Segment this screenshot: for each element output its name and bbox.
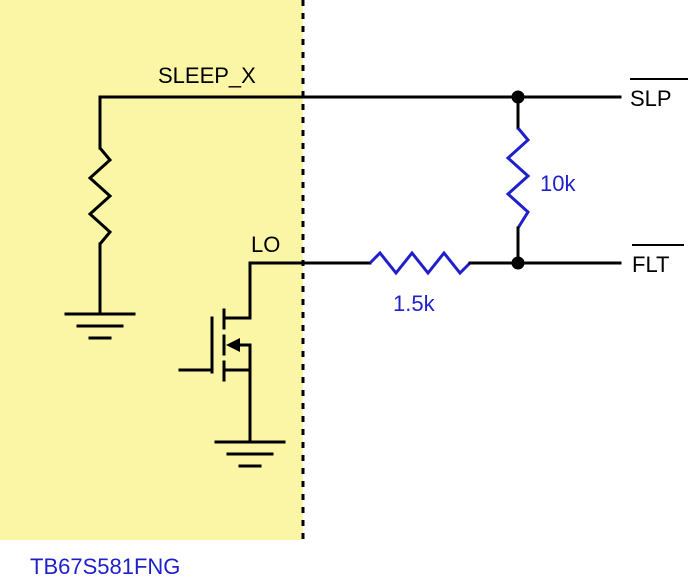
ic-name-label: TB67S581FNG [30,554,180,579]
flt-output-label: FLT [632,252,669,277]
ground-icon [214,440,286,468]
lo-net-wire [248,261,372,320]
series-resistor-label: 1.5k [393,291,436,316]
pullup-resistor-label: 10k [540,171,576,196]
lo-net-label: LO [251,232,280,257]
sleep-net-label: SLEEP_X [158,63,256,88]
sleep-net-wire [98,95,622,150]
ic-internal-region [0,0,303,540]
ground-icon [64,312,136,340]
slp-output-label: SLP [630,86,672,111]
series-resistor-1-5k [368,250,472,276]
pullup-resistor-10k [505,127,531,229]
internal-pulldown-resistor [87,147,113,245]
n-mosfet-icon [178,308,252,442]
